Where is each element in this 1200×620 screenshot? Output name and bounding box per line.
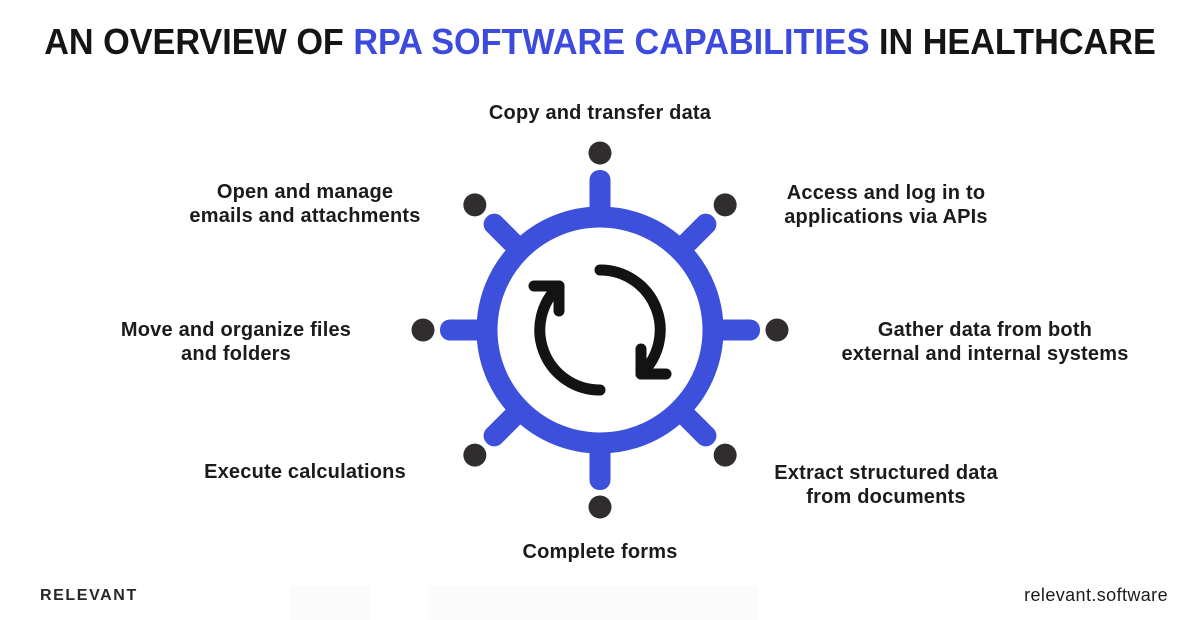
capability-access-and-log-in-via-apis: Access and log in to applications via AP…	[784, 181, 988, 229]
capability-line: Gather data from both	[877, 319, 1093, 341]
website-url: relevant.software	[1024, 585, 1168, 605]
capability-open-and-manage-emails: Open and manage emails and attachments	[189, 180, 420, 228]
arrowhead-down-icon	[635, 343, 672, 380]
capability-line: Access and log in to	[786, 182, 986, 204]
title-suffix: IN HEALTHCARE	[869, 21, 1156, 62]
sync-cycle-arrows-icon	[528, 264, 672, 396]
capability-line: Open and manage	[216, 181, 394, 203]
capability-line: emails and attachments	[189, 205, 421, 227]
capability-copy-and-transfer-data: Copy and transfer data	[489, 101, 711, 125]
capability-line: applications via APIs	[784, 206, 988, 228]
capability-line: Extract structured data	[774, 462, 998, 484]
spoke-dot	[463, 443, 487, 467]
spoke-dot	[411, 318, 435, 342]
rpa-wheel-diagram	[411, 141, 789, 519]
wheel-ring	[476, 206, 724, 454]
page-title: AN OVERVIEW OF RPA SOFTWARE CAPABILITIES…	[30, 20, 1170, 64]
capability-line: external and internal systems	[841, 343, 1129, 365]
cycle-arc-right	[594, 264, 666, 380]
watermark-shape	[428, 586, 758, 620]
cycle-arc-left	[534, 280, 606, 396]
spoke-dot	[588, 141, 612, 165]
spoke-dot	[588, 495, 612, 519]
capability-complete-forms: Complete forms	[522, 540, 677, 564]
spoke-dot	[765, 318, 789, 342]
capability-line: from documents	[806, 486, 966, 508]
capability-line: Copy and transfer data	[488, 102, 712, 124]
watermark-shape	[290, 586, 370, 620]
arrowhead-up-icon	[528, 280, 565, 317]
title-highlight: RPA SOFTWARE CAPABILITIES	[343, 21, 870, 62]
capability-extract-structured-data: Extract structured data from documents	[774, 461, 998, 509]
title-prefix: AN OVERVIEW OF	[44, 21, 344, 62]
spoke-dot	[713, 193, 737, 217]
capability-gather-data-systems: Gather data from both external and inter…	[841, 318, 1128, 366]
spoke-dot	[463, 193, 487, 217]
capability-line: and folders	[181, 343, 291, 365]
capability-move-and-organize-files: Move and organize files and folders	[121, 318, 351, 366]
brand-logo: RELEVANT	[40, 587, 138, 604]
capability-execute-calculations: Execute calculations	[204, 460, 406, 484]
capability-line: Complete forms	[522, 541, 678, 563]
capability-line: Execute calculations	[204, 461, 406, 483]
capability-line: Move and organize files	[120, 319, 352, 341]
spoke-dot	[713, 443, 737, 467]
